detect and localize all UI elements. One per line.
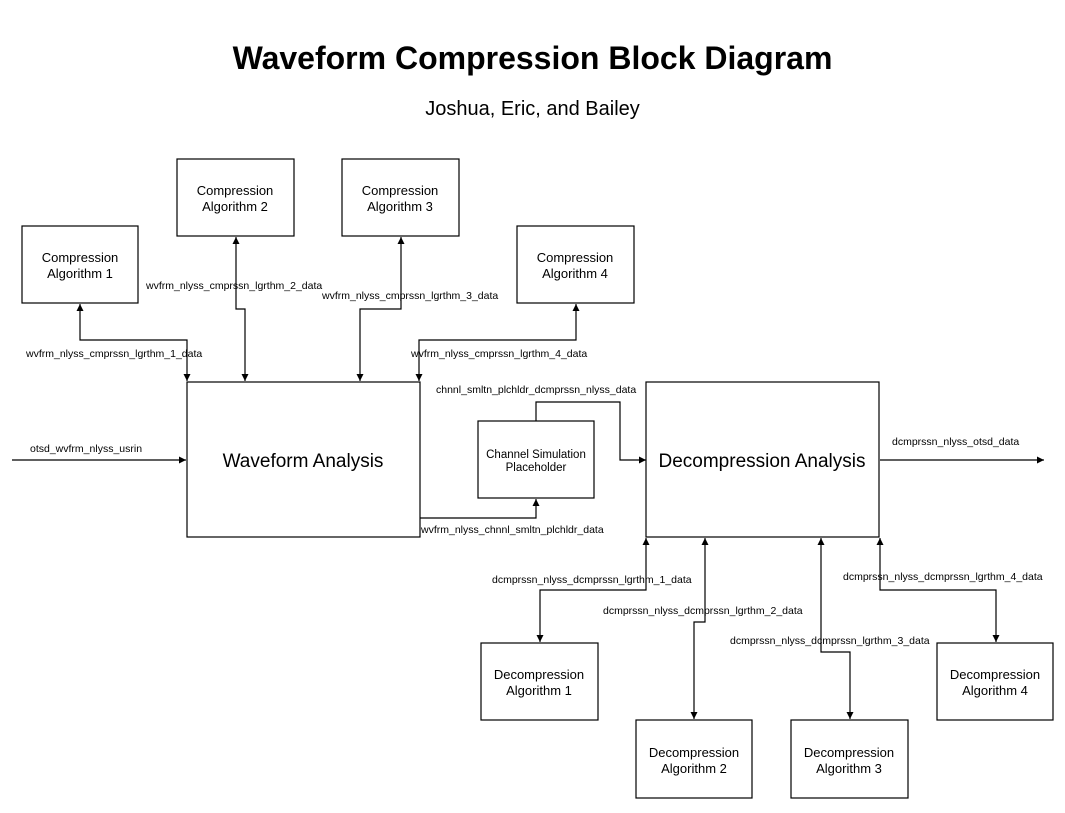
block-label-line2: Algorithm 1 <box>47 266 113 281</box>
block-label-line2: Algorithm 3 <box>367 199 433 214</box>
signal-label-input: otsd_wvfrm_nlyss_usrin <box>30 443 142 455</box>
signal-label-wvfrm-to-chnl: wvfrm_nlyss_chnnl_smltn_plchldr_data <box>420 524 604 536</box>
compression-algorithm-3-block: Compression Algorithm 3 <box>341 158 460 237</box>
signal-label-comp2: wvfrm_nlyss_cmprssn_lgrthm_2_data <box>145 280 322 292</box>
diagram-subtitle: Joshua, Eric, and Bailey <box>425 98 640 120</box>
compression-algorithm-2-block: Compression Algorithm 2 <box>176 158 295 237</box>
decomp2-connector <box>690 538 709 719</box>
block-label: Decompression Analysis <box>659 451 866 472</box>
decompression-algorithm-4-block: Decompression Algorithm 4 <box>936 642 1054 721</box>
block-label-line2: Algorithm 3 <box>816 761 882 776</box>
block-label-line2: Algorithm 4 <box>962 683 1028 698</box>
signal-label-decomp4: dcmprssn_nlyss_dcmprssn_lgrthm_4_data <box>843 571 1043 583</box>
decomp3-connector <box>817 538 854 719</box>
waveform-analysis-block: Waveform Analysis <box>186 381 421 538</box>
comp2-connector <box>232 237 249 381</box>
block-label: Waveform Analysis <box>223 451 384 472</box>
signal-label-comp1: wvfrm_nlyss_cmprssn_lgrthm_1_data <box>25 348 202 360</box>
block-label-line2: Algorithm 4 <box>542 266 608 281</box>
signal-label-decomp2: dcmprssn_nlyss_dcmprssn_lgrthm_2_data <box>603 605 803 617</box>
channel-simulation-block: Channel Simulation Placeholder <box>477 420 595 499</box>
block-label-line1: Compression <box>537 250 614 265</box>
signal-label-comp3: wvfrm_nlyss_cmprssn_lgrthm_3_data <box>321 290 498 302</box>
block-label-line1: Compression <box>197 183 274 198</box>
signal-label-output: dcmprssn_nlyss_otsd_data <box>892 436 1019 448</box>
signal-label-decomp1: dcmprssn_nlyss_dcmprssn_lgrthm_1_data <box>492 574 692 586</box>
compression-algorithm-4-block: Compression Algorithm 4 <box>516 225 635 304</box>
block-label-line2: Algorithm 2 <box>661 761 727 776</box>
decompression-algorithm-1-block: Decompression Algorithm 1 <box>480 642 599 721</box>
block-label-line1: Compression <box>42 250 119 265</box>
decompression-algorithm-2-block: Decompression Algorithm 2 <box>635 719 753 799</box>
chnl-to-dcmp-connector <box>535 401 646 464</box>
decomp4-connector <box>876 538 1000 642</box>
block-label-line2: Algorithm 2 <box>202 199 268 214</box>
compression-algorithm-1-block: Compression Algorithm 1 <box>21 225 139 304</box>
block-label-line1: Decompression <box>950 667 1040 682</box>
comp3-connector <box>356 237 405 381</box>
decomp1-connector <box>536 538 650 642</box>
diagram-title: Waveform Compression Block Diagram <box>232 40 833 76</box>
decompression-algorithm-3-block: Decompression Algorithm 3 <box>790 719 909 799</box>
comp4-connector <box>415 304 580 381</box>
block-label-line2: Algorithm 1 <box>506 683 572 698</box>
block-label-line1: Decompression <box>804 745 894 760</box>
decompression-analysis-block: Decompression Analysis <box>645 381 880 538</box>
signal-label-chnl-to-dcmp: chnnl_smltn_plchldr_dcmprssn_nlyss_data <box>436 384 636 396</box>
comp1-connector <box>76 304 191 381</box>
signal-label-decomp3: dcmprssn_nlyss_dcmprssn_lgrthm_3_data <box>730 635 930 647</box>
wvfrm-to-chnl-connector <box>420 499 540 519</box>
block-label-line1: Compression <box>362 183 439 198</box>
block-label-line2: Placeholder <box>506 462 567 474</box>
block-label-line1: Channel Simulation <box>486 449 586 461</box>
block-label-line1: Decompression <box>494 667 584 682</box>
block-label-line1: Decompression <box>649 745 739 760</box>
signal-label-comp4: wvfrm_nlyss_cmprssn_lgrthm_4_data <box>410 348 587 360</box>
